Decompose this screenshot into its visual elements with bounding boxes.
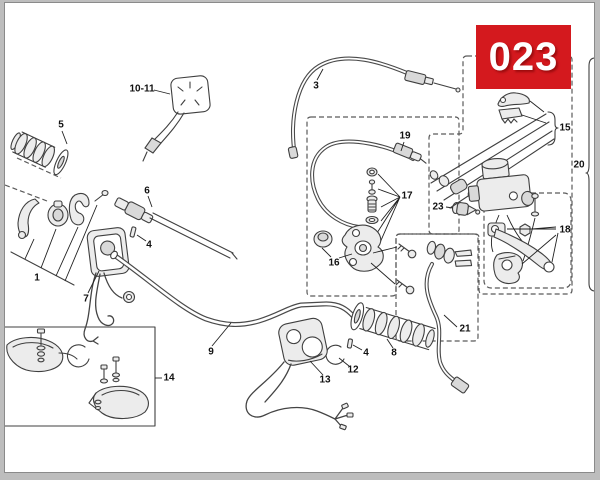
callout-3: 3	[313, 80, 319, 92]
part-19-brake-hose	[310, 139, 427, 229]
callout-17: 17	[401, 190, 413, 202]
part-12-circlip	[325, 344, 345, 365]
part-13-switch-housing-right	[245, 317, 354, 431]
callout-18: 18	[559, 224, 571, 236]
leader-3	[316, 68, 324, 81]
leader-19	[400, 141, 405, 152]
leader-4-left	[136, 234, 147, 242]
callout-6: 6	[144, 185, 150, 197]
callout-9: 9	[208, 346, 214, 358]
leader-8	[386, 338, 394, 349]
callout-12: 12	[347, 364, 359, 376]
leader-17	[376, 173, 401, 246]
callout-8: 8	[391, 347, 397, 359]
callout-16: 16	[328, 257, 340, 269]
callout-13: 13	[319, 374, 331, 386]
part-18-lever-group	[487, 222, 555, 285]
part-6-cable-adjuster	[114, 197, 238, 260]
leader-10-11	[153, 89, 171, 95]
part-4-pin-left	[129, 226, 137, 238]
part-23-switch	[451, 202, 481, 216]
diagram-canvas: 023 1 3 4 5 6 7 8 9 10-11 12 13 14 4 15 …	[4, 2, 595, 473]
leader-7	[87, 270, 100, 294]
part-4-pin-right	[346, 338, 353, 349]
leader-6	[147, 195, 153, 208]
callout-7: 7	[83, 293, 89, 305]
page-number: 023	[488, 34, 559, 79]
part-1-lever-assembly	[10, 189, 109, 286]
callout-15: 15	[559, 122, 571, 134]
leader-5	[61, 130, 68, 145]
handguard-kit-box	[5, 326, 162, 427]
page-number-badge: 023	[476, 25, 571, 89]
diagram-art	[5, 55, 594, 431]
leader-21	[443, 314, 458, 328]
callout-14: 14	[163, 372, 175, 384]
callout-20: 20	[573, 159, 585, 171]
master-cylinder	[467, 157, 542, 262]
leader-13	[309, 360, 324, 376]
callout-23: 23	[432, 201, 444, 213]
callout-1: 1	[34, 272, 40, 284]
callout-10-11: 10-11	[129, 83, 155, 95]
part-7-switch-housing-left	[83, 227, 136, 345]
part-8-throttle-grip	[350, 302, 436, 351]
part-14-handguards	[6, 328, 149, 420]
leader-16	[321, 247, 353, 259]
callout-4-left: 4	[146, 239, 152, 251]
callout-21: 21	[459, 323, 471, 335]
callout-5: 5	[58, 119, 64, 131]
part-16-lever-bracket	[313, 224, 417, 295]
leader-9	[211, 322, 232, 347]
callout-19: 19	[399, 130, 411, 142]
part-9-handlebar	[110, 250, 357, 327]
leader-18	[507, 226, 559, 265]
part-21-switch-cable	[424, 240, 473, 394]
leader-23	[445, 206, 454, 209]
leader-4-right	[352, 344, 363, 351]
part-5-grip	[10, 131, 69, 176]
part-3-throttle-cable	[287, 56, 461, 159]
part-10-11-mirror	[142, 75, 211, 162]
callout-4-right: 4	[363, 347, 369, 359]
leader-12	[338, 357, 350, 367]
brace-20	[585, 57, 594, 292]
